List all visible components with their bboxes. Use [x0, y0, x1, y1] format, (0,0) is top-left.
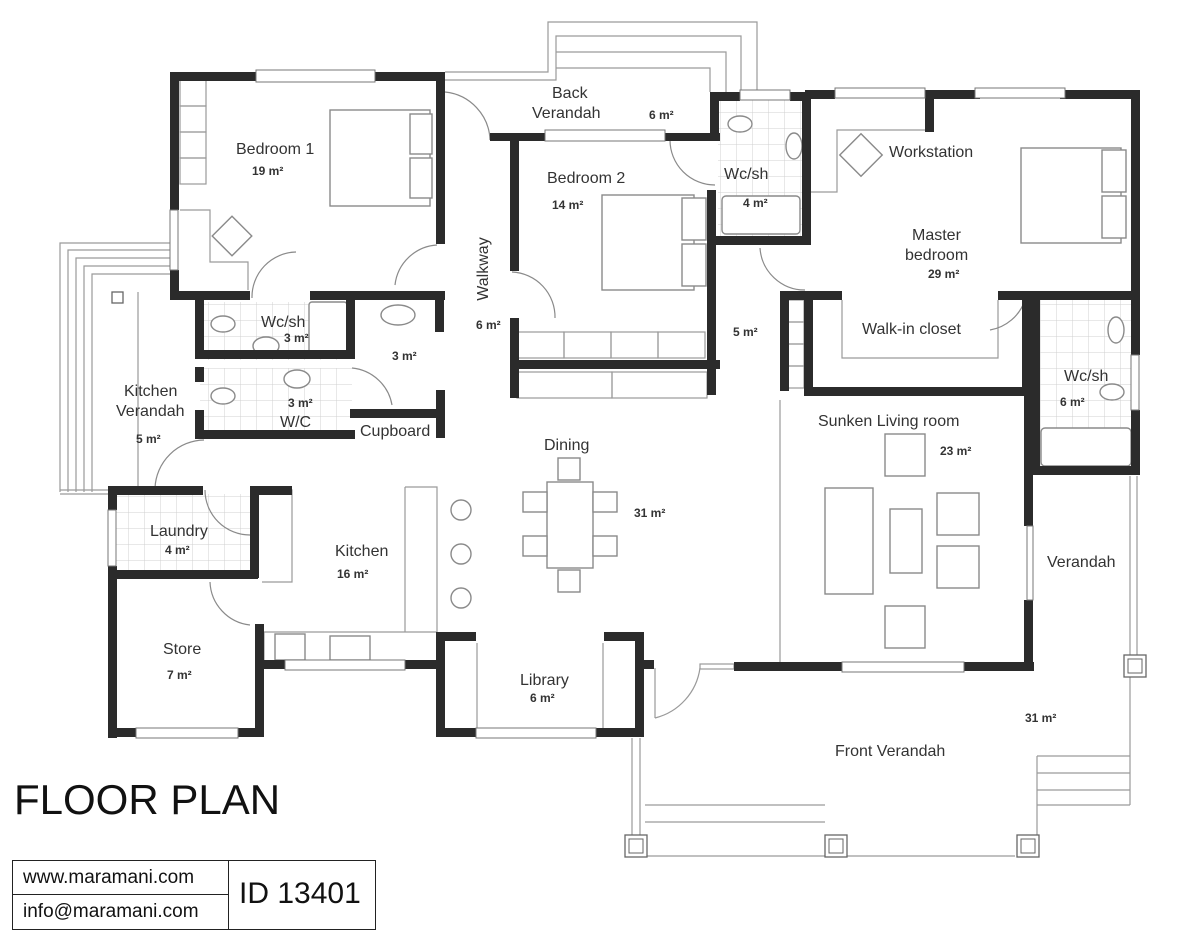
room-area-bedroom-2: 14 m²	[552, 198, 584, 212]
room-label-laundry: Laundry	[150, 523, 208, 540]
room-label-bedroom-1: Bedroom 1	[236, 141, 315, 158]
walls	[108, 72, 1140, 738]
room-area-wcsh-bedroom-2: 4 m²	[743, 196, 768, 210]
room-label-front-verandah: Front Verandah	[835, 743, 946, 760]
room-area-dining: 31 m²	[634, 506, 666, 520]
room-area-master: 29 m²	[928, 267, 960, 281]
room-label-walk-in-closet: Walk-in closet	[862, 321, 961, 338]
room-label-back-verandah-1: Back	[552, 85, 588, 102]
room-label-cupboard: Cupboard	[360, 423, 431, 440]
room-area-sunken-living: 23 m²	[940, 444, 972, 458]
room-label-store: Store	[163, 641, 202, 658]
room-label-library: Library	[520, 672, 569, 689]
room-area-kitchen-verandah: 5 m²	[136, 432, 161, 446]
door-swings	[154, 91, 1026, 626]
room-label-workstation: Workstation	[889, 144, 974, 161]
room-label-dining: Dining	[544, 437, 590, 454]
room-label-bedroom-2: Bedroom 2	[547, 170, 626, 187]
room-area-laundry: 4 m²	[165, 543, 190, 557]
plan-id: ID 13401	[239, 877, 361, 910]
room-area-wcsh-bedroom-1: 3 m²	[284, 331, 309, 345]
furniture	[210, 109, 1132, 661]
windows	[107, 69, 1140, 739]
room-label-back-verandah-2: Verandah	[532, 105, 601, 122]
room-label-master-2: bedroom	[905, 247, 969, 264]
room-area-walkway: 6 m²	[476, 318, 501, 332]
room-label-wcsh-bedroom-2: Wc/sh	[724, 166, 769, 183]
room-label-wc: W/C	[280, 414, 312, 431]
room-label-wcsh-master: Wc/sh	[1064, 368, 1109, 385]
room-area-basin: 3 m²	[392, 349, 417, 363]
room-label-kitchen-verandah-1: Kitchen	[124, 383, 178, 400]
room-area-wc: 3 m²	[288, 396, 313, 410]
room-label-walkway: Walkway	[475, 237, 492, 301]
room-area-kitchen: 16 m²	[337, 567, 369, 581]
room-area-front-verandah: 31 m²	[1025, 711, 1057, 725]
email-link[interactable]: info@maramani.com	[13, 895, 229, 929]
plan-title: FLOOR PLAN	[14, 776, 281, 823]
room-area-bedroom-1: 19 m²	[252, 164, 284, 178]
room-label-verandah: Verandah	[1047, 554, 1116, 571]
room-area-back-verandah: 6 m²	[649, 108, 674, 122]
website-link[interactable]: www.maramani.com	[13, 861, 229, 895]
room-area-library: 6 m²	[530, 691, 555, 705]
room-label-sunken-living: Sunken Living room	[818, 413, 960, 430]
room-area-hall: 5 m²	[733, 325, 758, 339]
room-label-wcsh-bedroom-1: Wc/sh	[261, 314, 306, 331]
room-label-master-1: Master	[912, 227, 961, 244]
room-label-kitchen-verandah-2: Verandah	[116, 403, 185, 420]
room-area-wcsh-master: 6 m²	[1060, 395, 1085, 409]
room-area-store: 7 m²	[167, 668, 192, 682]
info-box: www.maramani.com info@maramani.com ID 13…	[12, 860, 376, 930]
room-label-kitchen: Kitchen	[335, 543, 389, 560]
